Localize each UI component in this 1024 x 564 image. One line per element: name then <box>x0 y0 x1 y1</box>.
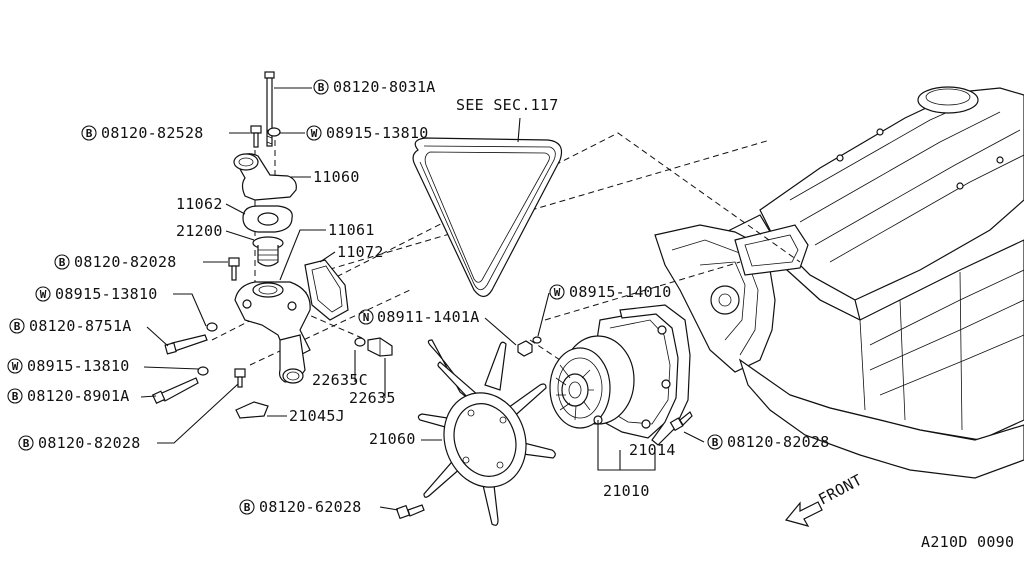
label-prefix: B <box>12 390 19 403</box>
label-prefix: B <box>14 320 21 333</box>
label-prefix: W <box>554 286 561 299</box>
label-08120-8031a: B 08120-8031A <box>313 78 436 96</box>
engine-block-illustration <box>654 86 1024 479</box>
label-text: 08915-13810 <box>326 124 429 142</box>
label-text: 08120-8031A <box>333 78 436 96</box>
diagram-code: A210D 0090 <box>921 533 1014 551</box>
label-prefix: W <box>311 127 318 140</box>
leader-lines <box>140 87 705 511</box>
drive-belt <box>412 137 563 298</box>
label-11060: 11060 <box>313 168 360 186</box>
label-08120-82028-left: B 08120-82028 <box>18 434 141 452</box>
label-text: 08120-8901A <box>27 387 130 405</box>
label-prefix: W <box>12 360 19 373</box>
label-prefix: B <box>86 127 93 140</box>
thermostat-housing-parts <box>151 71 393 419</box>
label-text: 08120-82528 <box>101 124 204 142</box>
label-text: 08120-62028 <box>259 498 362 516</box>
label-21200: 21200 <box>176 222 223 240</box>
front-label: FRONT <box>815 471 865 509</box>
label-08120-82028-right: B 08120-82028 <box>707 433 830 451</box>
label-21045j: 21045J <box>289 407 345 425</box>
label-08120-8901a: B 08120-8901A <box>7 387 130 405</box>
label-11061: 11061 <box>328 221 375 239</box>
label-prefix: N <box>363 311 370 324</box>
label-08915-14010: W 08915-14010 <box>549 283 672 301</box>
label-11072: 11072 <box>337 243 384 261</box>
label-text: 08915-13810 <box>55 285 158 303</box>
label-08915-13810-mid: W 08915-13810 <box>35 285 158 303</box>
label-prefix: B <box>244 501 251 514</box>
label-08120-82028-top: B 08120-82028 <box>54 253 177 271</box>
label-text: 08120-82028 <box>38 434 141 452</box>
label-08120-8751a: B 08120-8751A <box>9 317 132 335</box>
water-pump-illustration <box>517 304 693 446</box>
label-22635c: 22635C <box>312 371 368 389</box>
label-08911-1401a: N 08911-1401A <box>358 308 480 326</box>
label-text: 08120-8751A <box>29 317 132 335</box>
label-08120-62028: B 08120-62028 <box>239 498 362 516</box>
label-prefix: B <box>712 436 719 449</box>
label-08915-13810-low: W 08915-13810 <box>7 357 130 375</box>
label-08120-82528: B 08120-82528 <box>81 124 204 142</box>
label-text: 08915-13810 <box>27 357 130 375</box>
label-text: 08911-1401A <box>377 308 480 326</box>
front-arrow-icon: FRONT <box>784 471 865 527</box>
see-section-label: SEE SEC.117 <box>456 96 559 114</box>
label-prefix: B <box>59 256 66 269</box>
part-labels: SEE SEC.117 B 08120-8031A B 08120-82528 … <box>7 78 1014 551</box>
label-11062: 11062 <box>176 195 223 213</box>
label-21014: 21014 <box>629 441 676 459</box>
label-text: 08120-82028 <box>727 433 830 451</box>
label-text: 08915-14010 <box>569 283 672 301</box>
label-21010: 21010 <box>603 482 650 500</box>
cooling-fan-illustration <box>395 339 556 526</box>
label-22635: 22635 <box>349 389 396 407</box>
label-prefix: B <box>318 81 325 94</box>
label-21060: 21060 <box>369 430 416 448</box>
label-08915-13810-top: W 08915-13810 <box>306 124 429 142</box>
label-prefix: B <box>23 437 30 450</box>
label-text: 08120-82028 <box>74 253 177 271</box>
label-prefix: W <box>40 288 47 301</box>
